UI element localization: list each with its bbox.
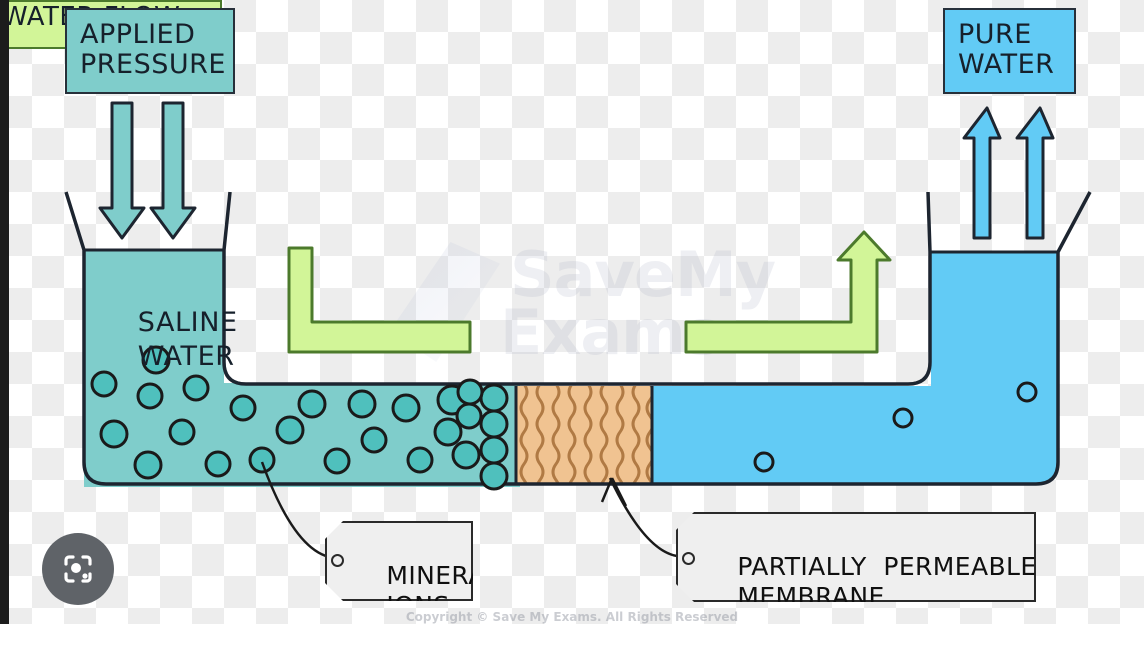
- mineral-ion: [168, 418, 196, 446]
- lens-icon-small-dot: [82, 573, 88, 579]
- google-lens-button[interactable]: [42, 533, 114, 605]
- applied-pressure-label: APPLIED PRESSURE: [65, 8, 235, 94]
- vessel-inner-wall: [222, 191, 932, 386]
- water-flow-pipe: [287, 230, 892, 354]
- mineral-ion: [141, 345, 171, 375]
- pressure-arrow-2: [149, 101, 197, 240]
- mineral-ion: [479, 383, 509, 413]
- mineral-ion: [99, 419, 129, 449]
- mineral-ion: [456, 378, 484, 406]
- mineral-ion: [133, 450, 163, 480]
- mineral-ion: [406, 446, 434, 474]
- mineral-ion: [433, 417, 463, 447]
- copyright-notice: Copyright © Save My Exams. All Rights Re…: [405, 610, 739, 624]
- membrane-callout: PARTIALLY PERMEABLE MEMBRANE: [676, 512, 1036, 602]
- mineral-ion: [323, 447, 351, 475]
- mineral-ion: [451, 440, 481, 470]
- membrane-leader: [608, 477, 688, 558]
- membrane-texture: [519, 386, 652, 484]
- applied-pressure-line-2: PRESSURE: [80, 49, 226, 80]
- mineral-ion-group: [90, 345, 509, 491]
- saline-water-line-1: SALINE: [137, 306, 238, 338]
- pure-water-line-1: PURE: [958, 18, 1032, 50]
- applied-pressure-arrows: [98, 101, 197, 240]
- mineral-ion: [455, 402, 483, 430]
- pure-water-tank-fill: [931, 252, 1058, 387]
- saline-water-label: SALINE WATER: [101, 272, 238, 407]
- mineral-ion: [297, 389, 327, 419]
- pure-water-arrows: [962, 106, 1055, 240]
- left-edge-band: [0, 0, 9, 624]
- mineral-ion: [479, 461, 509, 491]
- membrane-leader-tip: [600, 477, 628, 507]
- vessel-outline: [64, 191, 1092, 487]
- pure-water-line-2: WATER: [958, 49, 1055, 80]
- google-lens-icon: [64, 555, 92, 583]
- mineral-ion: [229, 394, 257, 422]
- mineral-ion: [391, 393, 421, 423]
- vessel-outer-wall: [64, 191, 1092, 486]
- mineral-ion: [136, 382, 164, 410]
- saline-water-line-2: WATER: [137, 340, 235, 372]
- mineral-ion: [479, 435, 509, 465]
- mineral-ions-callout-hole: [331, 554, 344, 567]
- diagram-canvas: SaveMy Exams: [0, 0, 1144, 624]
- mineral-ion: [204, 450, 232, 478]
- water-bubble: [1016, 381, 1038, 403]
- lens-icon-center-dot: [71, 563, 81, 573]
- mineral-ions-callout: MINERAL IONS: [325, 521, 473, 601]
- mineral-ion: [275, 415, 305, 445]
- water-bubble: [892, 407, 914, 429]
- mineral-ion: [479, 409, 509, 439]
- pure-water-label: PURE WATER: [943, 8, 1076, 94]
- mineral-ion: [248, 446, 276, 474]
- pure-water-bubble-group: [753, 381, 1038, 473]
- membrane-callout-hole: [682, 552, 695, 565]
- water-flow-pipe-left: [287, 246, 472, 354]
- membrane-fill: [516, 386, 652, 484]
- mineral-ion: [347, 389, 377, 419]
- applied-pressure-line-1: APPLIED: [80, 18, 196, 50]
- reverse-osmosis-svg: [64, 101, 1092, 560]
- water-bubble: [753, 451, 775, 473]
- pure-water-arrow-1: [962, 106, 1002, 240]
- mineral-ion: [182, 374, 210, 402]
- water-flow-pipe-right: [684, 230, 892, 354]
- mineral-ion: [90, 370, 118, 398]
- pressure-arrow-1: [98, 101, 146, 240]
- pure-water-arrow-2: [1015, 106, 1055, 240]
- mineral-ion: [360, 426, 388, 454]
- membrane-line-1: PARTIALLY PERMEABLE: [737, 551, 1037, 581]
